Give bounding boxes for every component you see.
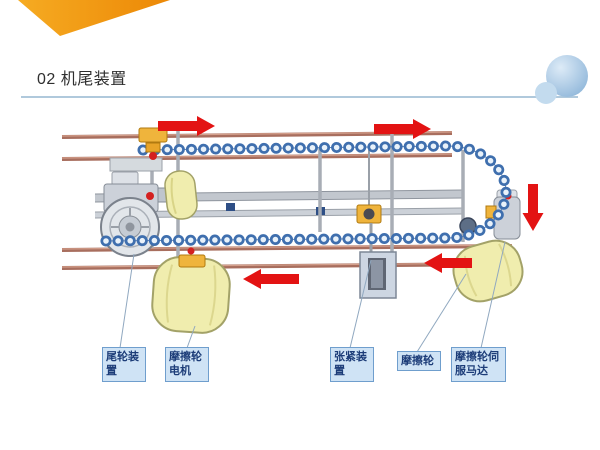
friction-wheel-right (452, 239, 524, 303)
flow-arrow-right-1 (158, 116, 215, 136)
bubble-large-decoration (546, 55, 588, 97)
motor-capsule (164, 170, 198, 220)
callout-friction-wheel: 摩擦轮 (397, 351, 441, 372)
flow-arrows (158, 116, 544, 289)
wheel-clamp (178, 254, 206, 268)
red-indicator (187, 247, 195, 255)
flow-arrow-down (522, 184, 544, 231)
flow-arrow-left-1 (243, 269, 299, 289)
page-title: 02 机尾装置 (37, 71, 127, 88)
friction-wheel-left (151, 256, 231, 334)
tension-device (356, 150, 397, 299)
flow-arrow-right-2 (374, 119, 431, 139)
chain-clamp (138, 127, 168, 160)
callout-leader-lines (119, 241, 506, 353)
bubble-small-decoration (535, 82, 557, 104)
rail-mount-block (226, 203, 235, 211)
callout-friction-wheel-servo: 摩擦轮伺服马达 (451, 347, 506, 382)
conveyor-chain (98, 140, 512, 247)
callout-tension-device: 张紧装置 (330, 347, 374, 382)
red-indicator (149, 152, 157, 160)
corner-ribbon-decoration (18, 0, 170, 36)
callout-tail-wheel-device: 尾轮装置 (102, 347, 146, 382)
callout-friction-wheel-motor: 摩擦轮电机 (165, 347, 209, 382)
title-divider (21, 96, 578, 98)
flow-arrow-left-2 (424, 253, 472, 273)
red-indicator (146, 192, 154, 200)
